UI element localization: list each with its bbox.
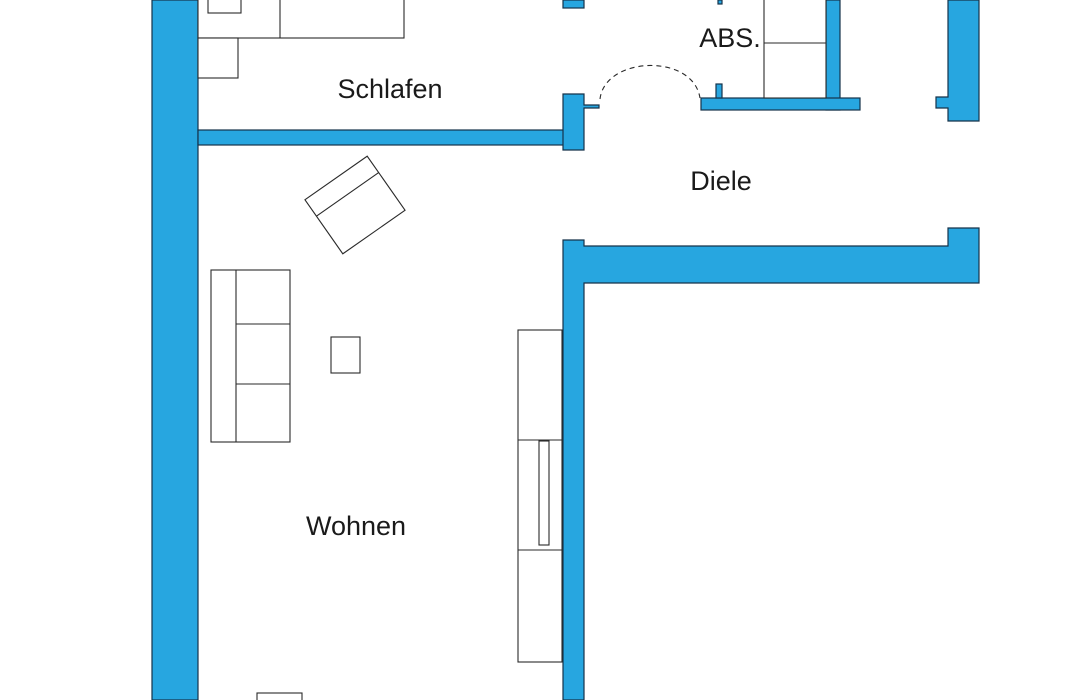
sofa <box>210 269 291 443</box>
bedroom-wall-bottom <box>197 129 565 146</box>
side-table <box>330 336 361 374</box>
armchair <box>304 155 406 255</box>
hall-wall-bottom <box>562 227 980 700</box>
sideboard <box>517 329 563 663</box>
exterior-wall-left <box>151 0 199 700</box>
room-labels: Schlafen ABS. Diele Wohnen <box>306 23 761 541</box>
storage-wall-marker <box>717 0 723 5</box>
furniture <box>197 0 827 700</box>
room-label-schlafen: Schlafen <box>337 74 442 104</box>
room-label-abs: ABS. <box>699 23 761 53</box>
storage-door-jamb <box>715 83 723 99</box>
storage-wall-bottom <box>700 97 861 111</box>
door-swing <box>599 64 701 100</box>
storage-shelf <box>763 0 827 99</box>
small-stool <box>256 692 303 700</box>
room-label-wohnen: Wohnen <box>306 511 406 541</box>
bed <box>197 0 405 39</box>
nightstand <box>197 37 239 79</box>
storage-wall-right <box>825 0 841 111</box>
bedroom-door-jamb <box>562 93 600 151</box>
walls <box>151 0 980 700</box>
hall-wall-right-upper <box>935 0 980 122</box>
room-label-diele: Diele <box>690 166 752 196</box>
wall-stub-top <box>562 0 585 9</box>
